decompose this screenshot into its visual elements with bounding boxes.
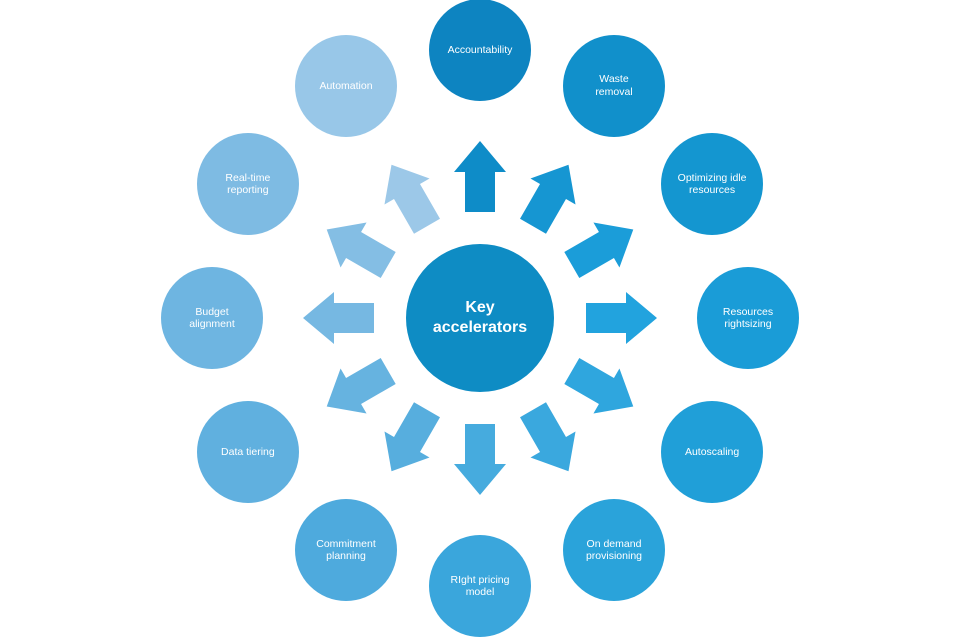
arrow-real-time-reporting — [326, 222, 396, 278]
node-real-time-reporting: Real-time reporting — [196, 133, 299, 235]
arrow-optimizing-idle-resources — [564, 222, 634, 278]
node-label: Waste removal — [595, 73, 633, 98]
node-right-pricing-model: RIght pricing model — [429, 535, 531, 637]
node-on-demand-provisioning: On demand provisioning — [563, 499, 665, 602]
arrow-accountability — [454, 141, 506, 212]
node-label: On demand provisioning — [585, 537, 643, 563]
node-waste-removal: Waste removal — [563, 34, 665, 137]
arrow-budget-alignment — [303, 292, 374, 344]
node-label: RIght pricing model — [450, 573, 510, 599]
node-label: Autoscaling — [684, 445, 740, 458]
node-data-tiering: Data tiering — [196, 401, 299, 503]
node-label: Real-time reporting — [225, 171, 271, 197]
center-node: Key accelerators — [406, 244, 554, 392]
node-label: Automation — [319, 79, 373, 92]
node-label: Resources rightsizing — [722, 305, 774, 331]
node-optimizing-idle-resources: Optimizing idle resources — [661, 133, 764, 235]
node-commitment-planning: Commitment planning — [295, 499, 397, 602]
node-label: Accountability — [447, 43, 513, 56]
arrow-right-pricing-model — [454, 424, 506, 495]
node-resources-rightsizing: Resources rightsizing — [697, 267, 799, 369]
node-label: Optimizing idle resources — [677, 171, 747, 197]
node-label: Commitment planning — [316, 537, 376, 563]
node-label: Data tiering — [221, 445, 275, 458]
arrow-automation — [384, 164, 440, 234]
node-budget-alignment: Budget alignment — [161, 267, 263, 369]
arrow-waste-removal — [520, 164, 576, 234]
node-autoscaling: Autoscaling — [661, 401, 764, 503]
arrow-data-tiering — [326, 358, 396, 414]
arrow-autoscaling — [564, 358, 634, 414]
arrow-on-demand-provisioning — [520, 402, 576, 472]
arrow-resources-rightsizing — [586, 292, 657, 344]
node-automation: Automation — [295, 34, 397, 137]
node-label: Budget alignment — [189, 305, 235, 331]
node-accountability: Accountability — [429, 0, 531, 101]
center-node-label: Key accelerators — [432, 299, 528, 336]
arrow-commitment-planning — [384, 402, 440, 472]
